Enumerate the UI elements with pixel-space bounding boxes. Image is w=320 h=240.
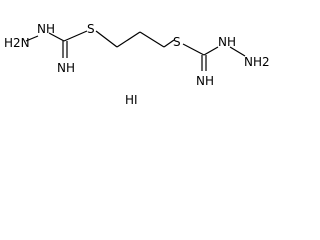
bond-ch2-ch2-b	[139, 31, 165, 48]
salt-label: HI	[125, 93, 138, 107]
left-bonds	[25, 30, 88, 58]
right-hydrazine-nh-label: NH	[218, 35, 236, 49]
left-imine-label: NH	[57, 61, 75, 75]
bond-nh2-nh-left	[25, 35, 39, 42]
chemical-structure-diagram: H2N NH S NH S NH NH NH2 HI	[4, 22, 269, 107]
right-imine-label: NH	[196, 74, 214, 88]
right-sulfur-label: S	[173, 35, 181, 49]
bond-ch2-s-right	[163, 39, 175, 48]
left-sulfur-label: S	[87, 22, 95, 36]
bond-nh-nh2-right	[229, 46, 246, 57]
bond-c-nh-right	[203, 46, 219, 56]
bond-ch2-ch2-a	[116, 31, 141, 48]
left-hydrazine-nh-label: NH	[37, 22, 55, 36]
right-amino-label: NH2	[244, 55, 269, 69]
bond-c-s-left	[63, 30, 88, 42]
bond-nh-c-left	[48, 32, 65, 42]
bond-s-c-right	[182, 43, 205, 56]
left-amino-label: H2N	[4, 36, 30, 50]
propyl-chain	[95, 30, 175, 48]
right-bonds	[182, 43, 246, 71]
bond-s-ch2-left	[95, 30, 118, 48]
